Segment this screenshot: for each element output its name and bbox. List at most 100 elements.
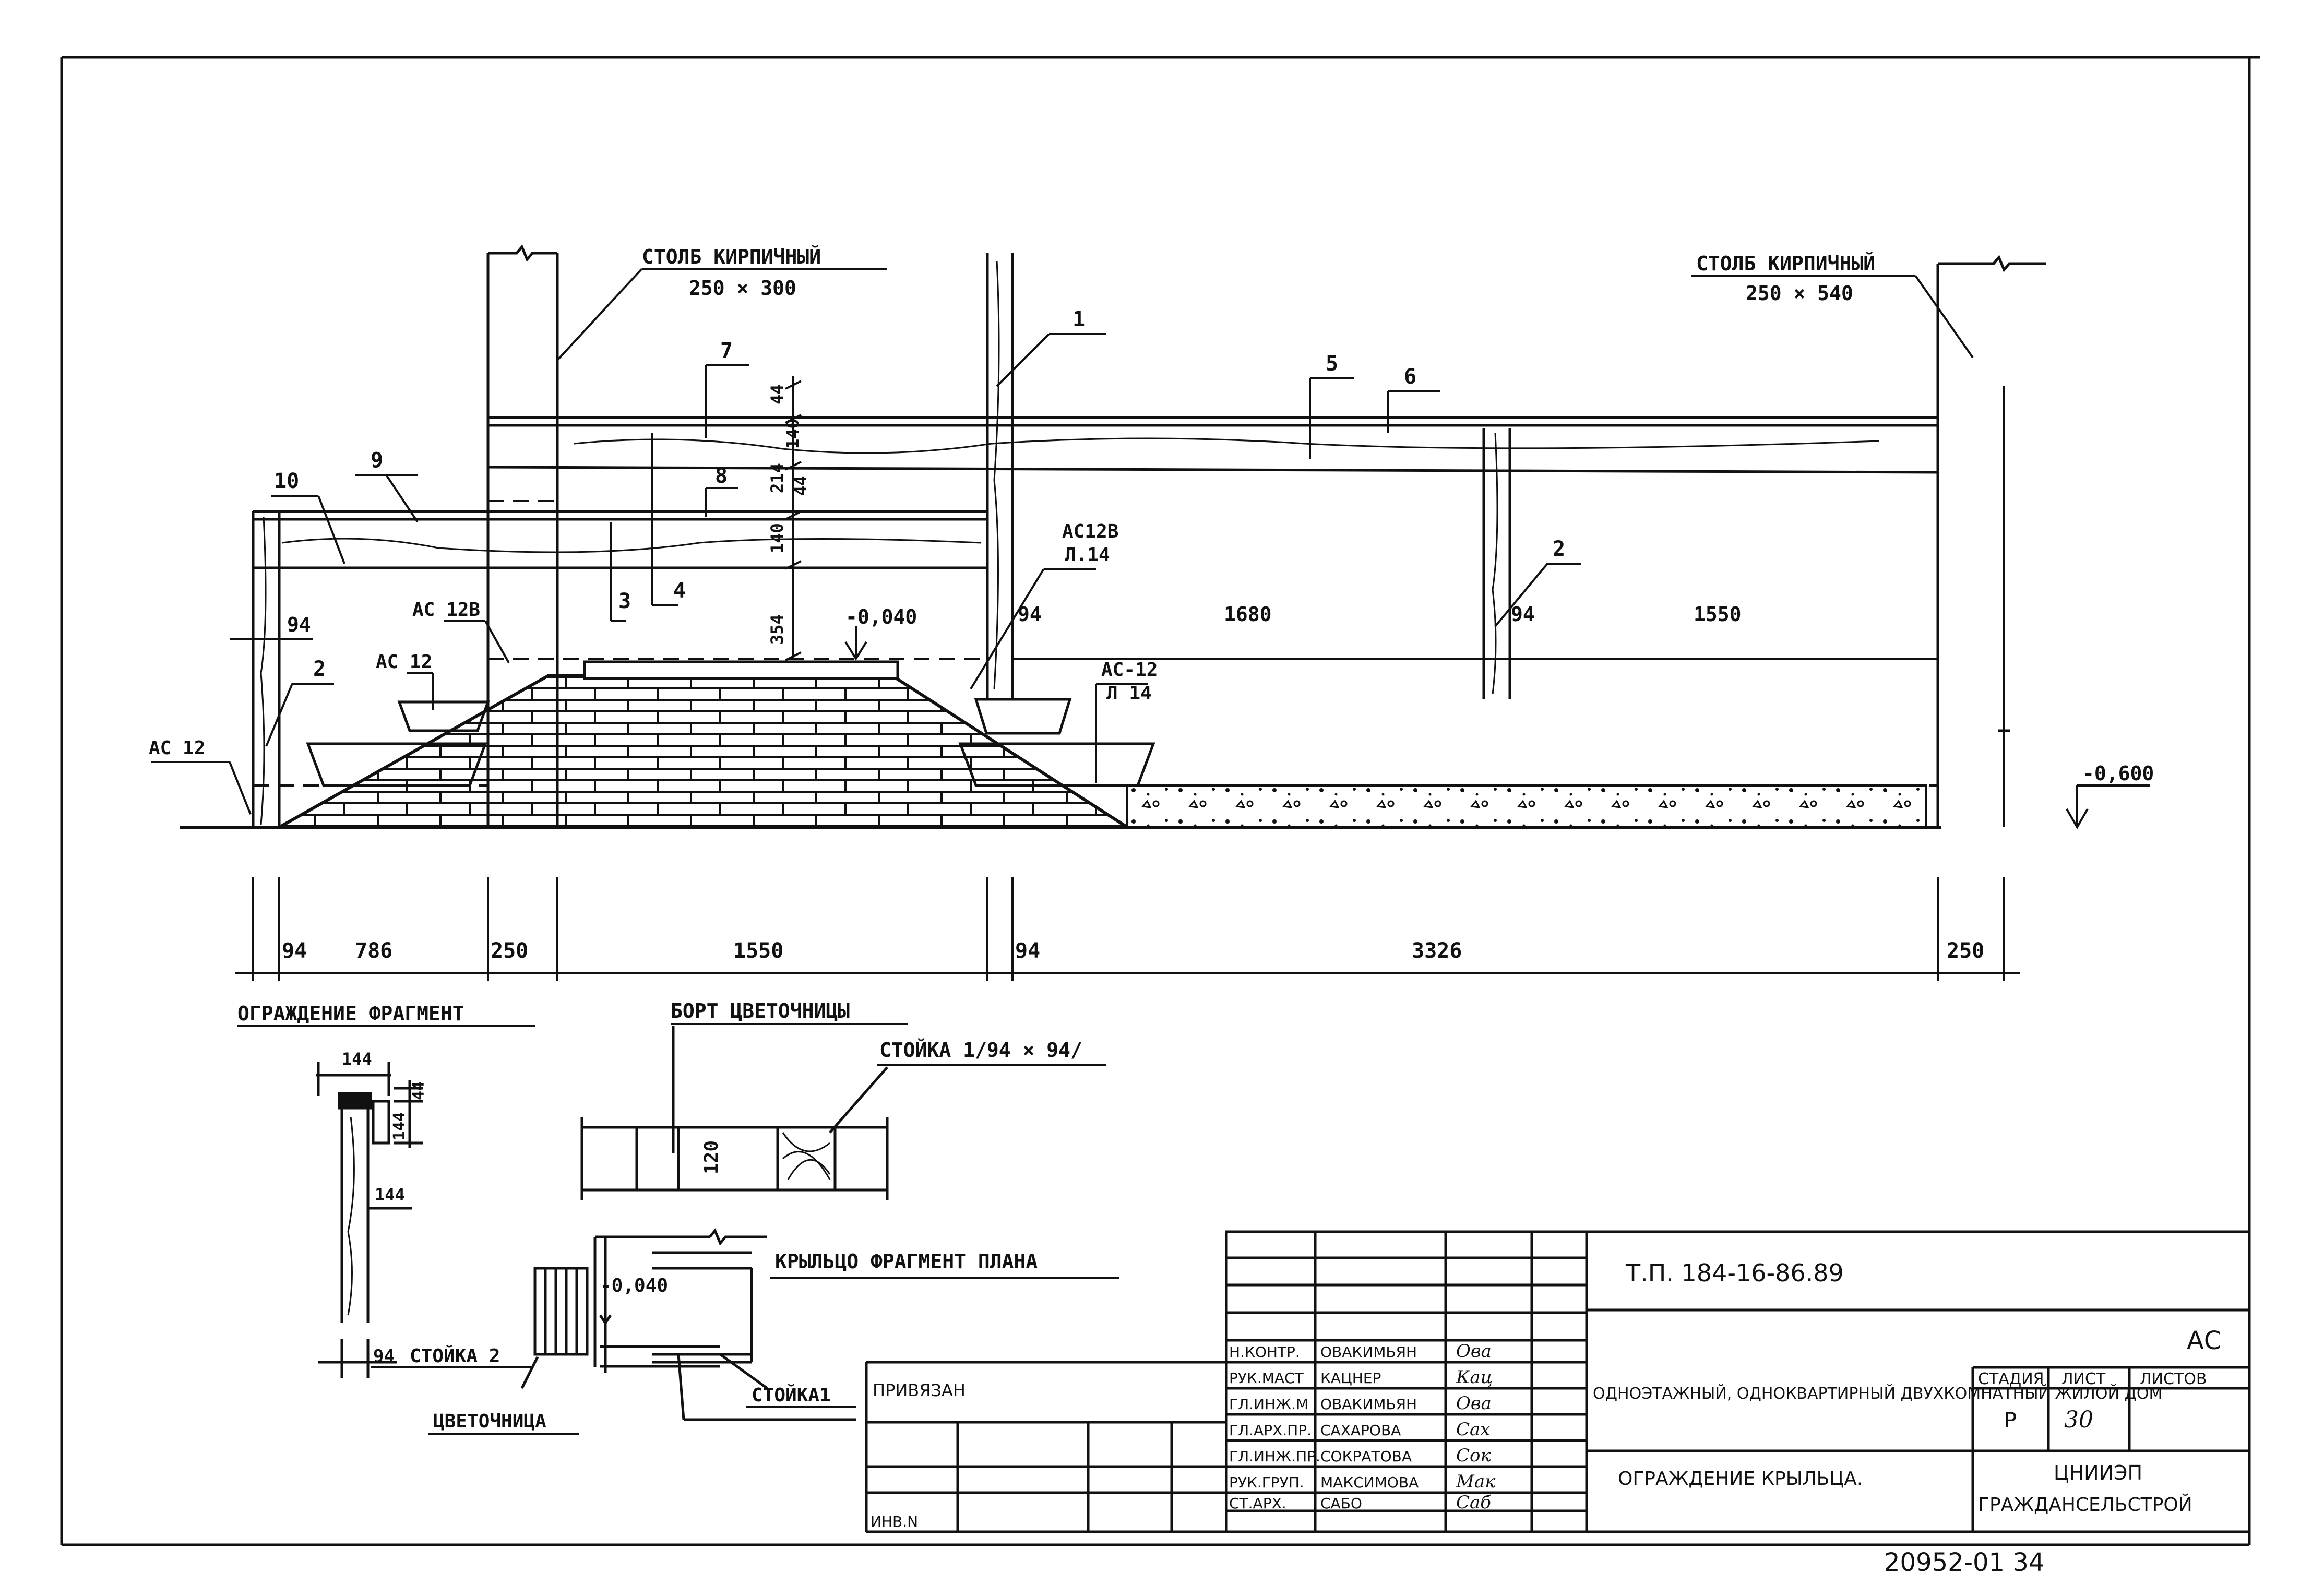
brick-post-left [486,244,559,827]
label-ac12-far-left: АС 12 [149,737,205,759]
org-line-2: ГРАЖДАНСЕЛЬСТРОЙ [1978,1494,2192,1516]
callout-2-left: 2 [313,657,326,681]
staff-role-6: СТ.АРХ. [1229,1495,1286,1512]
dim-bottom-3326: 3326 [1412,939,1462,963]
leaders [151,268,1974,815]
porch-plan-detail: КРЫЛЬЦО ФРАГМЕНТ ПЛАНА [371,1228,1119,1435]
sheets-header: ЛИСТОВ [2140,1370,2207,1388]
staff-role-5: РУК.ГРУП. [1229,1474,1304,1491]
signature-2: Ова [1456,1393,1492,1414]
flowerbed-post-label: СТОЙКА 1/94 × 94/ [879,1039,1082,1062]
staff-name-5: МАКСИМОВА [1320,1474,1419,1491]
section-code: АС [2187,1326,2221,1355]
vertical-dims [230,376,802,661]
staff-name-6: САБО [1320,1495,1362,1512]
signatures: Ова Кац Ова Сах Сок Мак Саб [1456,1341,1496,1513]
dim-bottom-94-a: 94 [282,939,307,963]
staff-role-1: РУК.МАСТ [1229,1369,1304,1387]
sheet-header: ЛИСТ [2061,1370,2106,1388]
callout-2-mid: 2 [1553,537,1565,561]
dim-bottom-250-a: 250 [491,939,528,963]
bottom-dim-chain [235,877,2020,981]
dim-left-94: 94 [287,613,311,636]
signature-6: Саб [1456,1492,1491,1513]
flowerbed-label: ЦВЕТОЧНИЦА [433,1411,546,1432]
inv-label: ИНВ.N [871,1513,918,1530]
hidden-lines [253,500,1938,787]
sheet-footer-code: 20952-01 34 [1884,1548,2044,1577]
wood-post-1 [986,253,1014,699]
post-right-title: СТОЛБ КИРПИЧНЫЙ [1696,252,1875,275]
staff-role-3: ГЛ.АРХ.ПР. [1229,1422,1312,1439]
project-line: ОДНОЭТАЖНЫЙ, ОДНОКВАРТИРНЫЙ ДВУХКОМНАТНЫ… [1593,1384,2162,1403]
callout-8: 8 [715,464,728,488]
porch-plan-title: КРЫЛЬЦО ФРАГМЕНТ ПЛАНА [775,1250,1038,1273]
dim-mid-1550: 1550 [1694,603,1742,626]
signature-3: Сах [1456,1419,1490,1440]
porch-plan-level: -0,040 [600,1275,668,1296]
signature-1: Кац [1456,1367,1493,1388]
post-right-size: 250 × 540 [1746,282,1853,305]
dim-bottom-250-b: 250 [1947,939,1984,963]
railing-fragment-title: ОГРАЖДЕНИЕ ФРАГМЕНТ [237,1002,464,1025]
stage-value: Р [2004,1409,2017,1433]
callout-9: 9 [371,448,383,472]
staff-role-2: ГЛ.ИНЖ.М [1229,1396,1308,1413]
dim-bottom-786: 786 [355,939,392,963]
staff-role-0: Н.КОНТР. [1229,1343,1300,1361]
callout-5: 5 [1326,352,1338,376]
top-rails [487,416,1938,474]
signature-5: Мак [1456,1471,1496,1492]
dim-v-44-top: 44 [767,384,787,404]
porch-elevation [151,244,2150,981]
staff-name-1: КАЦНЕР [1320,1369,1381,1387]
dim-v-140-low: 140 [767,523,787,553]
drawing-name: ОГРАЖДЕНИЕ КРЫЛЬЦА. [1618,1468,1863,1490]
privyazan-label: ПРИВЯЗАН [873,1380,966,1400]
signature-0: Ова [1456,1341,1492,1362]
callout-1: 1 [1072,307,1085,331]
flowerbed-height: 120 [701,1140,722,1174]
dim-mid-94-b: 94 [1511,603,1535,626]
org-line-1: ЦНИИЭП [2054,1461,2142,1484]
wood-post-left [252,511,281,827]
post1-label: СТОЙКА1 [752,1384,831,1406]
callout-10: 10 [274,469,299,493]
step-top-slab [583,660,899,680]
staff-name-2: ОВАКИМЬЯН [1320,1396,1417,1413]
staff-name-3: САХАРОВА [1320,1422,1401,1439]
post2-label: СТОЙКА 2 [410,1345,500,1367]
staff-rows: Н.КОНТР. ОВАКИМЬЯН РУК.МАСТ КАЦНЕР ГЛ.ИН… [1229,1343,1419,1512]
railing-dim-144-top: 144 [342,1049,372,1069]
railing-dim-144-side: 144 [390,1112,409,1140]
label-l14-right: Л.14 [1065,544,1110,566]
level-markers [844,626,2150,830]
gravel-base [1126,784,1927,828]
elevation-labels: СТОЛБ КИРПИЧНЫЙ 250 × 300 СТОЛБ КИРПИЧНЫ… [149,245,2154,963]
dim-v-44-mid: 44 [791,475,811,496]
callout-4: 4 [673,579,686,603]
railing-dim-44: 44 [410,1081,428,1100]
sheet-value: 30 [2064,1407,2093,1433]
dim-bottom-1550: 1550 [733,939,783,963]
dim-mid-1680: 1680 [1224,603,1272,626]
stage-header: СТАДИЯ [1978,1370,2044,1388]
label-ac12b-left: АС 12В [412,599,480,621]
railing-fragment-detail: ОГРАЖДЕНИЕ ФРАГМЕНТ 144 44 144 144 [237,1002,535,1378]
label-ac12-left: АС 12 [376,651,432,673]
drawing-code: Т.П. 184-16-86.89 [1625,1259,1844,1287]
staff-name-4: СОКРАТОВА [1320,1448,1412,1465]
dim-bottom-94-b: 94 [1015,939,1040,963]
post-left-size: 250 × 300 [689,277,796,300]
railing-dim-144-low: 144 [375,1185,405,1205]
lower-rails [253,510,987,569]
flowerbed-boxes [306,698,1155,787]
label-ac12b-right: АС12В [1062,521,1118,542]
staff-role-4: ГЛ.ИНЖ.ПР. [1229,1448,1320,1465]
callout-3: 3 [618,589,631,613]
callout-7: 7 [720,339,733,363]
dim-v-354: 354 [767,614,787,645]
flowerbed-border-detail: БОРТ ЦВЕТОЧНИЦЫ СТОЙКА 1/94 × 94/ 120 [580,999,1106,1200]
dim-mid-94-a: 94 [1018,603,1042,626]
